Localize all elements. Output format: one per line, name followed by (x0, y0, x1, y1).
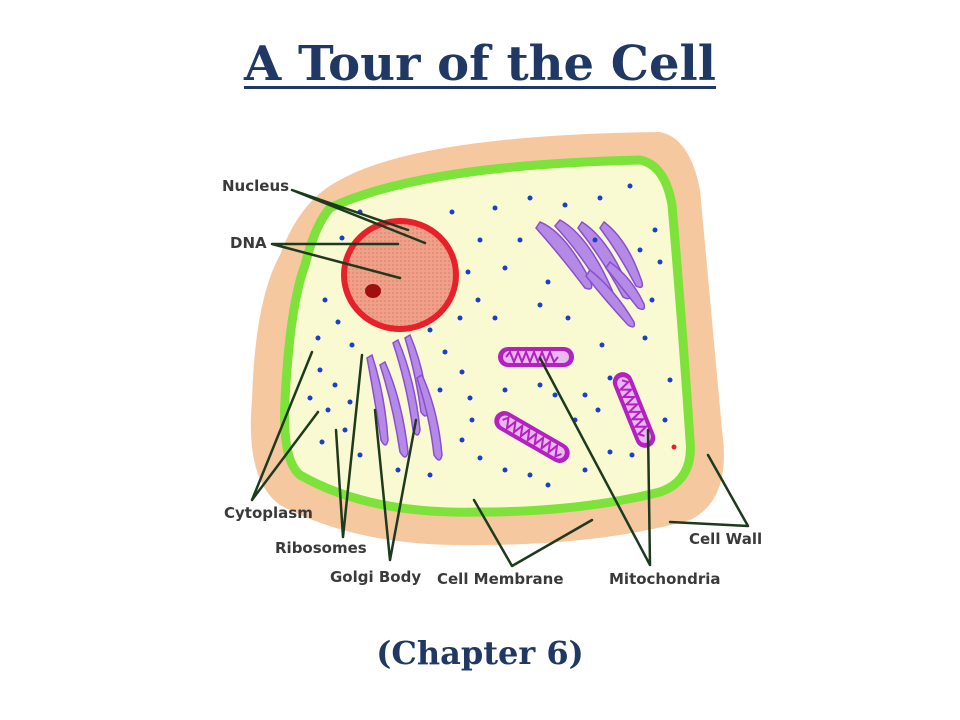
golgi-body-lower (366, 333, 443, 461)
slide-subtitle: (Chapter 6) (376, 634, 584, 672)
label-mitochondria: Mitochondria (609, 570, 721, 588)
ribosomes (307, 183, 673, 488)
mitochondrion-2 (494, 411, 570, 463)
label-cytoplasm: Cytoplasm (224, 504, 313, 522)
label-cell-wall: Cell Wall (689, 530, 762, 548)
cell-membrane (280, 155, 695, 517)
golgi-body-upper (535, 219, 646, 328)
mitochondria (494, 347, 656, 463)
leader-lines (250, 188, 750, 568)
label-dna: DNA (230, 234, 267, 252)
mitochondrion-3 (612, 372, 656, 448)
slide-title: A Tour of the Cell (244, 36, 716, 92)
nucleus (341, 218, 459, 332)
label-cell-membrane: Cell Membrane (437, 570, 564, 588)
red-speck (671, 444, 677, 450)
nucleolus (365, 284, 381, 298)
label-golgi-body: Golgi Body (330, 568, 421, 586)
mitochondrion-1 (498, 347, 574, 367)
label-ribosomes: Ribosomes (275, 539, 367, 557)
label-nucleus: Nucleus (222, 177, 289, 195)
